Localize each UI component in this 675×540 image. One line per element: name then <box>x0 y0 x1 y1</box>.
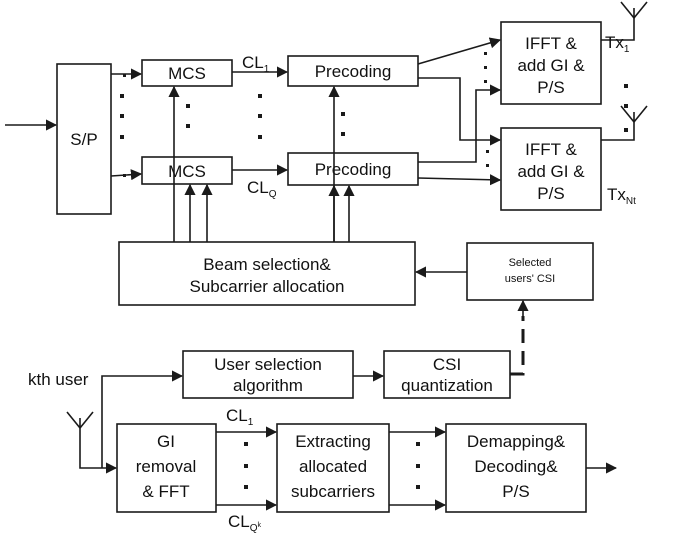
gi-removal-block: GI removal & FFT <box>116 423 217 513</box>
beam-selection-block: Beam selection& Subcarrier allocation <box>118 241 416 306</box>
rx-to-user-selection-arrow <box>101 370 184 468</box>
extracting-line-3: subcarriers <box>291 482 375 501</box>
ifft-nt-line-3: P/S <box>537 184 564 203</box>
precodingq-to-ifft1-arrow <box>418 84 502 163</box>
precoding-q-label: Precoding <box>315 160 392 179</box>
precoding-1-label: Precoding <box>315 62 392 81</box>
beam-selection-line-2: Subcarrier allocation <box>190 277 345 296</box>
kth-user-label: kth user <box>28 370 89 389</box>
ifft-nt-line-2: add GI & <box>517 162 585 181</box>
precoding-block-1: Precoding <box>287 55 419 87</box>
extracting-line-2: allocated <box>299 457 367 476</box>
user-selection-block: User selection algorithm <box>182 350 354 399</box>
gi-removal-line-1: GI <box>157 432 175 451</box>
tx-antenna-1-icon <box>620 1 648 19</box>
ifft1-to-antenna <box>601 18 635 41</box>
gi-removal-line-3: & FFT <box>142 482 189 501</box>
demapping-line-3: P/S <box>502 482 529 501</box>
extracting-block: Extracting allocated subcarriers <box>276 423 390 513</box>
ifft-1-line-2: add GI & <box>517 56 585 75</box>
selected-csi-line-2: users' CSI <box>505 273 555 285</box>
ifft-block-nt: IFFT & add GI & P/S <box>500 127 602 211</box>
rx-cl-q-label: CLQk <box>228 512 262 534</box>
feedback-dashed-link <box>510 316 525 376</box>
user-selection-line-2: algorithm <box>233 376 303 395</box>
selected-csi-block: Selected users' CSI <box>466 242 594 301</box>
beam-selection-line-1: Beam selection& <box>203 255 331 274</box>
mcs-block-1: MCS <box>141 59 233 87</box>
precoding1-to-ifftnt-arrow <box>418 77 502 146</box>
ellipsis-dots <box>120 52 628 489</box>
sp-label: S/P <box>70 130 97 149</box>
precoding-block-q: Precoding <box>287 152 419 186</box>
rx-cl-1-label: CL1 <box>226 406 254 428</box>
mcs-1-label: MCS <box>168 64 206 83</box>
ifft-block-1: IFFT & add GI & P/S <box>500 21 602 105</box>
sp-block: S/P <box>56 63 112 215</box>
csi-quantization-line-2: quantization <box>401 376 493 395</box>
cl-q-label: CLQ <box>247 178 277 200</box>
ifft-1-line-3: P/S <box>537 78 564 97</box>
mcs-q-label: MCS <box>168 162 206 181</box>
csi-quantization-block: CSI quantization <box>383 350 511 399</box>
gi-removal-line-2: removal <box>136 457 196 476</box>
rx-antenna-to-gi-arrow <box>79 428 118 474</box>
csi-quantization-line-1: CSI <box>433 355 461 374</box>
mcs-block-q: MCS <box>141 156 233 185</box>
demapping-line-2: Decoding& <box>474 457 558 476</box>
tx-nt-label: TxNt <box>607 185 636 207</box>
rx-antenna-icon <box>66 411 94 429</box>
user-selection-line-1: User selection <box>214 355 322 374</box>
ifft-nt-line-1: IFFT & <box>525 140 577 159</box>
demapping-block: Demapping& Decoding& P/S <box>445 423 587 513</box>
tx-antenna-nt-icon <box>620 105 648 123</box>
ifftnt-to-antenna <box>601 122 635 141</box>
selected-csi-line-1: Selected <box>509 257 552 269</box>
precoding1-to-ifft1-arrow <box>417 37 502 65</box>
precodingq-to-ifftnt-arrow <box>417 174 502 186</box>
cl-1-label: CL1 <box>242 53 270 75</box>
extracting-line-1: Extracting <box>295 432 371 451</box>
demapping-line-1: Demapping& <box>467 432 566 451</box>
tx-1-label: Tx1 <box>605 33 630 55</box>
ifft-1-line-1: IFFT & <box>525 34 577 53</box>
